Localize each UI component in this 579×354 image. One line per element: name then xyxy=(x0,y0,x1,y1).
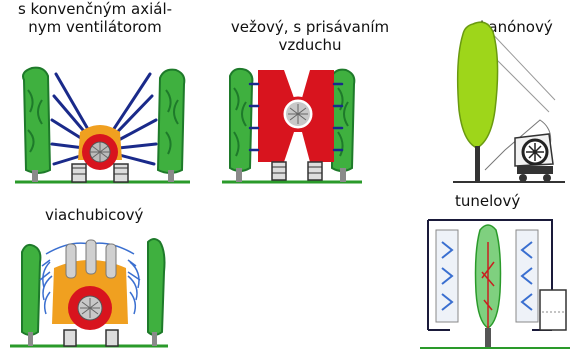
tunnel-sprayer-illustration xyxy=(420,212,570,354)
axial-sprayer-label-line1: s konvenčným axiál- xyxy=(0,0,190,18)
tower-sprayer-label: vežový, s prisávaním vzduchu xyxy=(215,18,405,54)
multi-head-sprayer-label: viachubicový xyxy=(45,206,165,224)
tower-sprayer-label-line1: vežový, s prisávaním xyxy=(215,18,405,36)
cannon-sprayer-illustration xyxy=(445,20,579,188)
tower-sprayer-label-line2: vzduchu xyxy=(215,36,405,54)
axial-sprayer-label-line2: nym ventilátorom xyxy=(0,18,190,36)
axial-sprayer-label: s konvenčným axiál- nym ventilátorom xyxy=(0,0,190,36)
tower-sprayer-illustration xyxy=(222,62,372,197)
tunnel-sprayer-label: tunelový xyxy=(455,192,555,210)
axial-sprayer-illustration xyxy=(10,60,200,195)
multi-head-sprayer-illustration xyxy=(10,232,170,354)
